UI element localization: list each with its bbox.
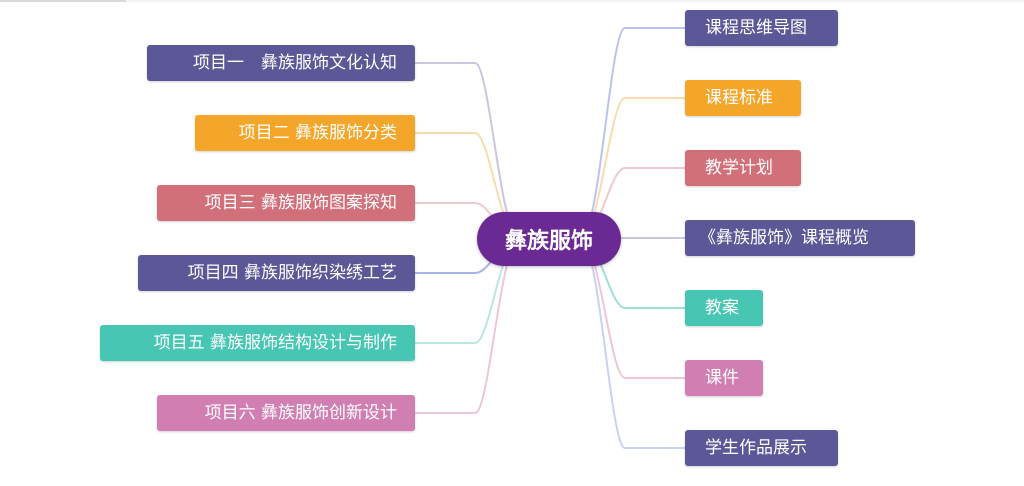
left-topic-4[interactable]: 项目四 彝族服饰织染绣工艺 — [138, 255, 415, 291]
central-topic-node[interactable]: 彝族服饰 — [477, 212, 621, 266]
right-topic-1[interactable]: 课程思维导图 — [685, 10, 838, 46]
right-topic-3[interactable]: 教学计划 — [685, 150, 801, 186]
left-topic-1[interactable]: 项目一 彝族服饰文化认知 — [147, 45, 415, 81]
left-topic-3[interactable]: 项目三 彝族服饰图案探知 — [157, 185, 415, 221]
left-topic-6[interactable]: 项目六 彝族服饰创新设计 — [157, 395, 415, 431]
right-topic-5[interactable]: 教案 — [685, 290, 763, 326]
right-topic-4[interactable]: 《彝族服饰》课程概览 — [685, 220, 915, 256]
left-topic-2[interactable]: 项目二 彝族服饰分类 — [195, 115, 415, 151]
right-topic-6[interactable]: 课件 — [685, 360, 763, 396]
right-topic-7[interactable]: 学生作品展示 — [685, 430, 838, 466]
right-topic-2[interactable]: 课程标准 — [685, 80, 801, 116]
top-border-accent — [0, 0, 126, 2]
left-topic-5[interactable]: 项目五 彝族服饰结构设计与制作 — [100, 325, 415, 361]
top-border — [0, 0, 1024, 2]
